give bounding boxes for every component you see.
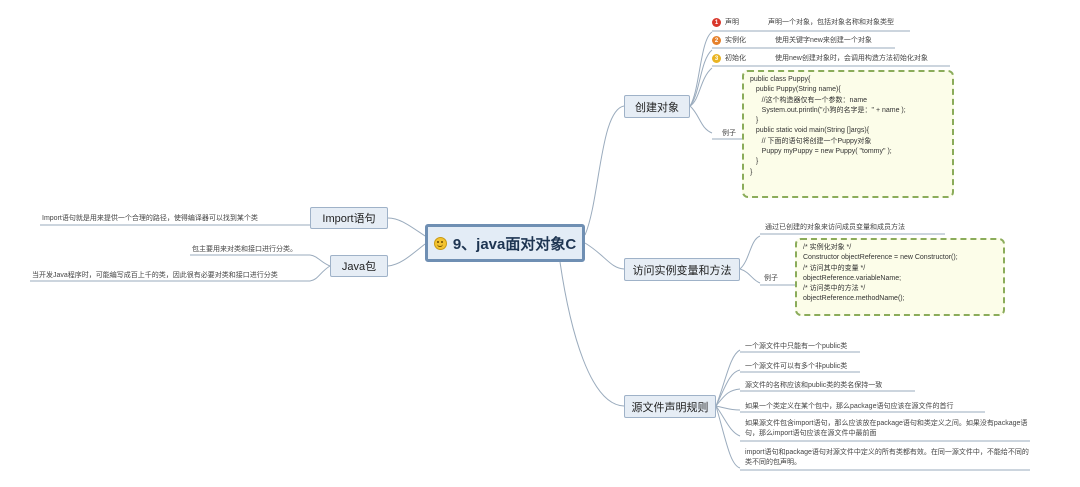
code-line: } xyxy=(750,168,753,176)
code-line: /* 访问其中的变量 */ xyxy=(803,264,866,272)
code-line: /* 实例化对象 */ xyxy=(803,244,852,251)
step-2-desc: 使用关键字new来创建一个对象 xyxy=(775,37,872,44)
access-desc: 通过已创建的对象来访问成员变量和成员方法 xyxy=(765,224,905,231)
step-1-name: 声明 xyxy=(725,19,739,26)
step-3-name: 初始化 xyxy=(725,55,746,62)
branch-source-file-rules[interactable]: 源文件声明规则 xyxy=(624,395,716,418)
rule-item: import语句和package语句对源文件中定义的所有类都有效。在同一源文件中… xyxy=(745,449,1029,466)
code-line: //这个构造器仅有一个参数：name xyxy=(750,96,868,104)
code-line: } xyxy=(750,158,759,166)
branch-import-statement-label: Import语句 xyxy=(322,213,376,225)
package-item: 当开发Java程序时，可能编写成百上千的类，因此很有必要对类和接口进行分类 xyxy=(32,272,278,279)
smile-icon xyxy=(433,236,447,250)
package-item: 包主要用来对类和接口进行分类。 xyxy=(192,246,297,253)
step-1-desc: 声明一个对象，包括对象名称和对象类型 xyxy=(768,19,894,26)
access-code-example: /* 实例化对象 */ Constructor objectReference … xyxy=(795,238,1005,316)
branch-access-members-label: 访问实例变量和方法 xyxy=(632,264,732,277)
branch-create-object-label: 创建对象 xyxy=(635,101,679,114)
rule-item: 一个源文件中只能有一个public类 xyxy=(745,343,848,350)
step-1-badge-icon: 1 xyxy=(712,18,721,27)
branch-create-object[interactable]: 创建对象 xyxy=(624,95,690,118)
branch-java-package-label: Java包 xyxy=(341,261,377,273)
step-3-desc: 使用new创建对象时，会调用构造方法初始化对象 xyxy=(775,55,928,62)
code-line: /* 访问类中的方法 */ xyxy=(803,285,866,293)
code-line: public class Puppy{ xyxy=(750,76,811,83)
code-line: objectReference.methodName(); xyxy=(803,295,905,303)
code-line: objectReference.variableName; xyxy=(803,274,902,282)
code-line: public Puppy(String name){ xyxy=(750,86,841,94)
step-2-name: 实例化 xyxy=(725,37,746,44)
create-code-example: public class Puppy{ public Puppy(String … xyxy=(742,70,954,198)
branch-source-file-rules-label: 源文件声明规则 xyxy=(631,401,709,414)
code-line: System.out.println("小狗的名字是：" + name ); xyxy=(750,106,906,114)
code-line: // 下面的语句将创建一个Puppy对象 xyxy=(750,137,872,145)
branch-access-members[interactable]: 访问实例变量和方法 xyxy=(624,258,740,281)
access-example-label: 例子 xyxy=(764,275,778,282)
code-line: Puppy myPuppy = new Puppy( "tommy" ); xyxy=(750,148,892,156)
central-topic[interactable]: 9、java面对对象C xyxy=(425,224,585,262)
step-3-badge-icon: 3 xyxy=(712,54,721,63)
rule-item: 源文件的名称应该和public类的类名保持一致 xyxy=(745,382,883,389)
branch-import-statement[interactable]: Import语句 xyxy=(310,207,388,229)
create-example-label: 例子 xyxy=(722,130,736,137)
code-line: } xyxy=(750,117,759,125)
rule-item: 如果源文件包含import语句，那么应该放在package语句和类定义之间。如果… xyxy=(745,420,1028,437)
code-line: public static void main(String []args){ xyxy=(750,127,870,135)
rule-item: 如果一个类定义在某个包中，那么package语句应该在源文件的首行 xyxy=(745,403,954,410)
code-line: Constructor objectReference = new Constr… xyxy=(803,254,958,262)
branch-java-package[interactable]: Java包 xyxy=(330,255,388,277)
central-topic-title: 9、java面对对象C xyxy=(452,235,577,253)
step-2-badge-icon: 2 xyxy=(712,36,721,45)
rule-item: 一个源文件可以有多个非public类 xyxy=(745,363,848,370)
import-desc: Import语句就是用来提供一个合理的路径，使得编译器可以找到某个类 xyxy=(42,215,258,222)
